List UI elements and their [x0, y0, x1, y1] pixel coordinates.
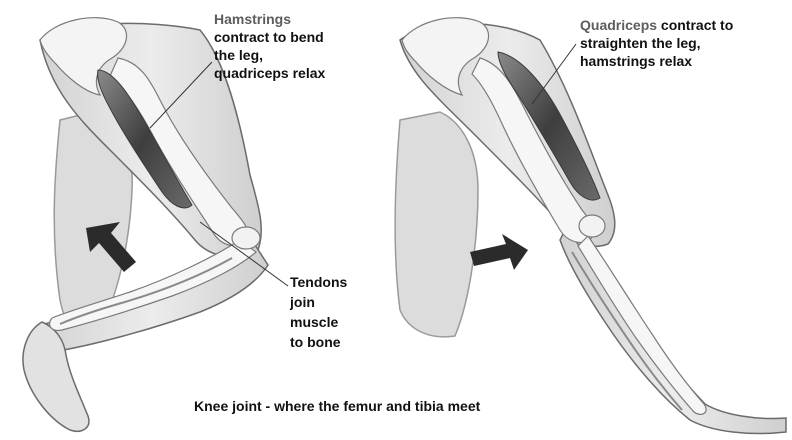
tendons-line-4: to bone: [290, 332, 347, 352]
hamstrings-label: Hamstrings contract to bend the leg, qua…: [214, 10, 325, 82]
hamstrings-line-3: quadriceps relax: [214, 64, 325, 82]
left-kneecap: [232, 227, 260, 249]
hamstrings-line-1: contract to bend: [214, 28, 325, 46]
tendons-line-1: Tendons: [290, 272, 347, 292]
quadriceps-label: Quadriceps contract to straighten the le…: [580, 16, 733, 70]
arrow-right-icon: [470, 234, 528, 270]
right-tibia-bone: [578, 236, 706, 414]
quadriceps-term: Quadriceps: [580, 17, 657, 33]
tendons-line-3: muscle: [290, 312, 347, 332]
hamstrings-term: Hamstrings: [214, 11, 291, 27]
quadriceps-line-3: hamstrings relax: [580, 52, 733, 70]
quadriceps-line-2: straighten the leg,: [580, 34, 733, 52]
right-kneecap: [579, 215, 605, 237]
right-support-leg: [395, 112, 478, 337]
tendons-label: Tendons join muscle to bone: [290, 272, 347, 352]
quadriceps-line-1: contract to: [657, 17, 733, 33]
straight-leg-figure: [395, 18, 786, 434]
knee-joint-caption: Knee joint - where the femur and tibia m…: [194, 397, 480, 415]
tendons-line-2: join: [290, 292, 347, 312]
hamstrings-line-2: the leg,: [214, 46, 325, 64]
